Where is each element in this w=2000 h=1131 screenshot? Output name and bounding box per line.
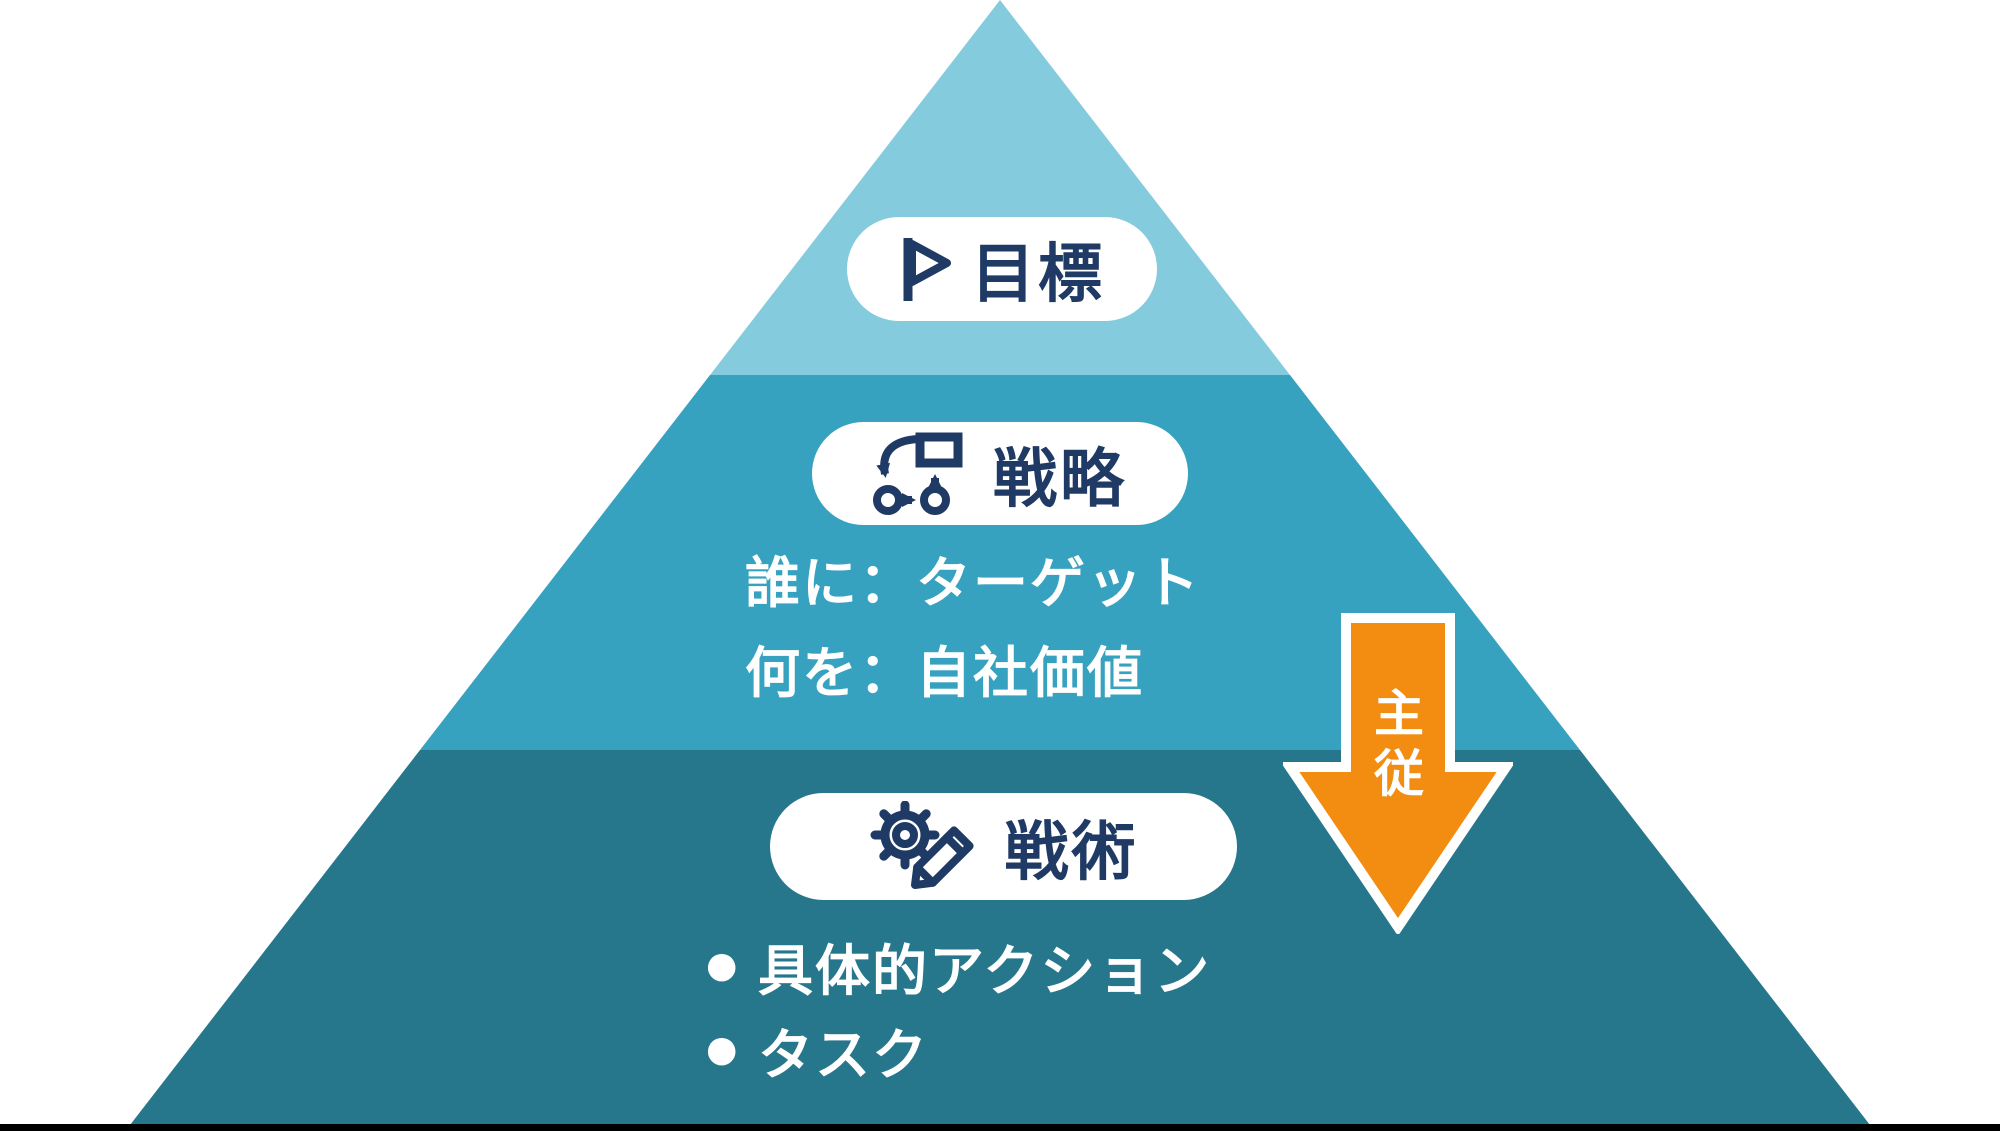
strategy-label: 戦略: [993, 442, 1127, 517]
tactics-item-label: 具体的アクション: [758, 939, 1212, 1003]
tactics-details: ● 具体的アクション ● タスク: [706, 924, 1211, 1092]
bullet-icon: ●: [706, 945, 740, 986]
tier-strategy-shape: [420, 375, 1580, 750]
tactics-pill: 戦術: [770, 793, 1237, 900]
tactics-item-label: タスク: [758, 1023, 930, 1087]
tactics-item-tasks: ● タスク: [706, 1008, 1211, 1092]
goal-pill: 目標: [847, 217, 1157, 321]
goal-label: 目標: [971, 238, 1105, 312]
flowchart-icon: [873, 432, 963, 515]
strategy-line-what: 何を：自社価値: [745, 641, 1145, 705]
tactics-label: 戦術: [1004, 815, 1139, 890]
strategy-line-who: 誰に：ターゲット: [745, 551, 1202, 615]
down-arrow-icon: [1283, 613, 1513, 934]
strategy-pill: 戦略: [812, 422, 1188, 525]
tactics-item-actions: ● 具体的アクション: [706, 924, 1211, 1008]
bullet-icon: ●: [706, 1029, 740, 1070]
strategy-details: 誰に：ターゲット 何を：自社価値: [745, 538, 1201, 718]
flag-icon: [903, 238, 951, 301]
baseline-bar: [0, 1124, 2000, 1131]
gear-pencil-icon: [870, 800, 974, 889]
arrow-label: 主従: [1374, 685, 1424, 803]
